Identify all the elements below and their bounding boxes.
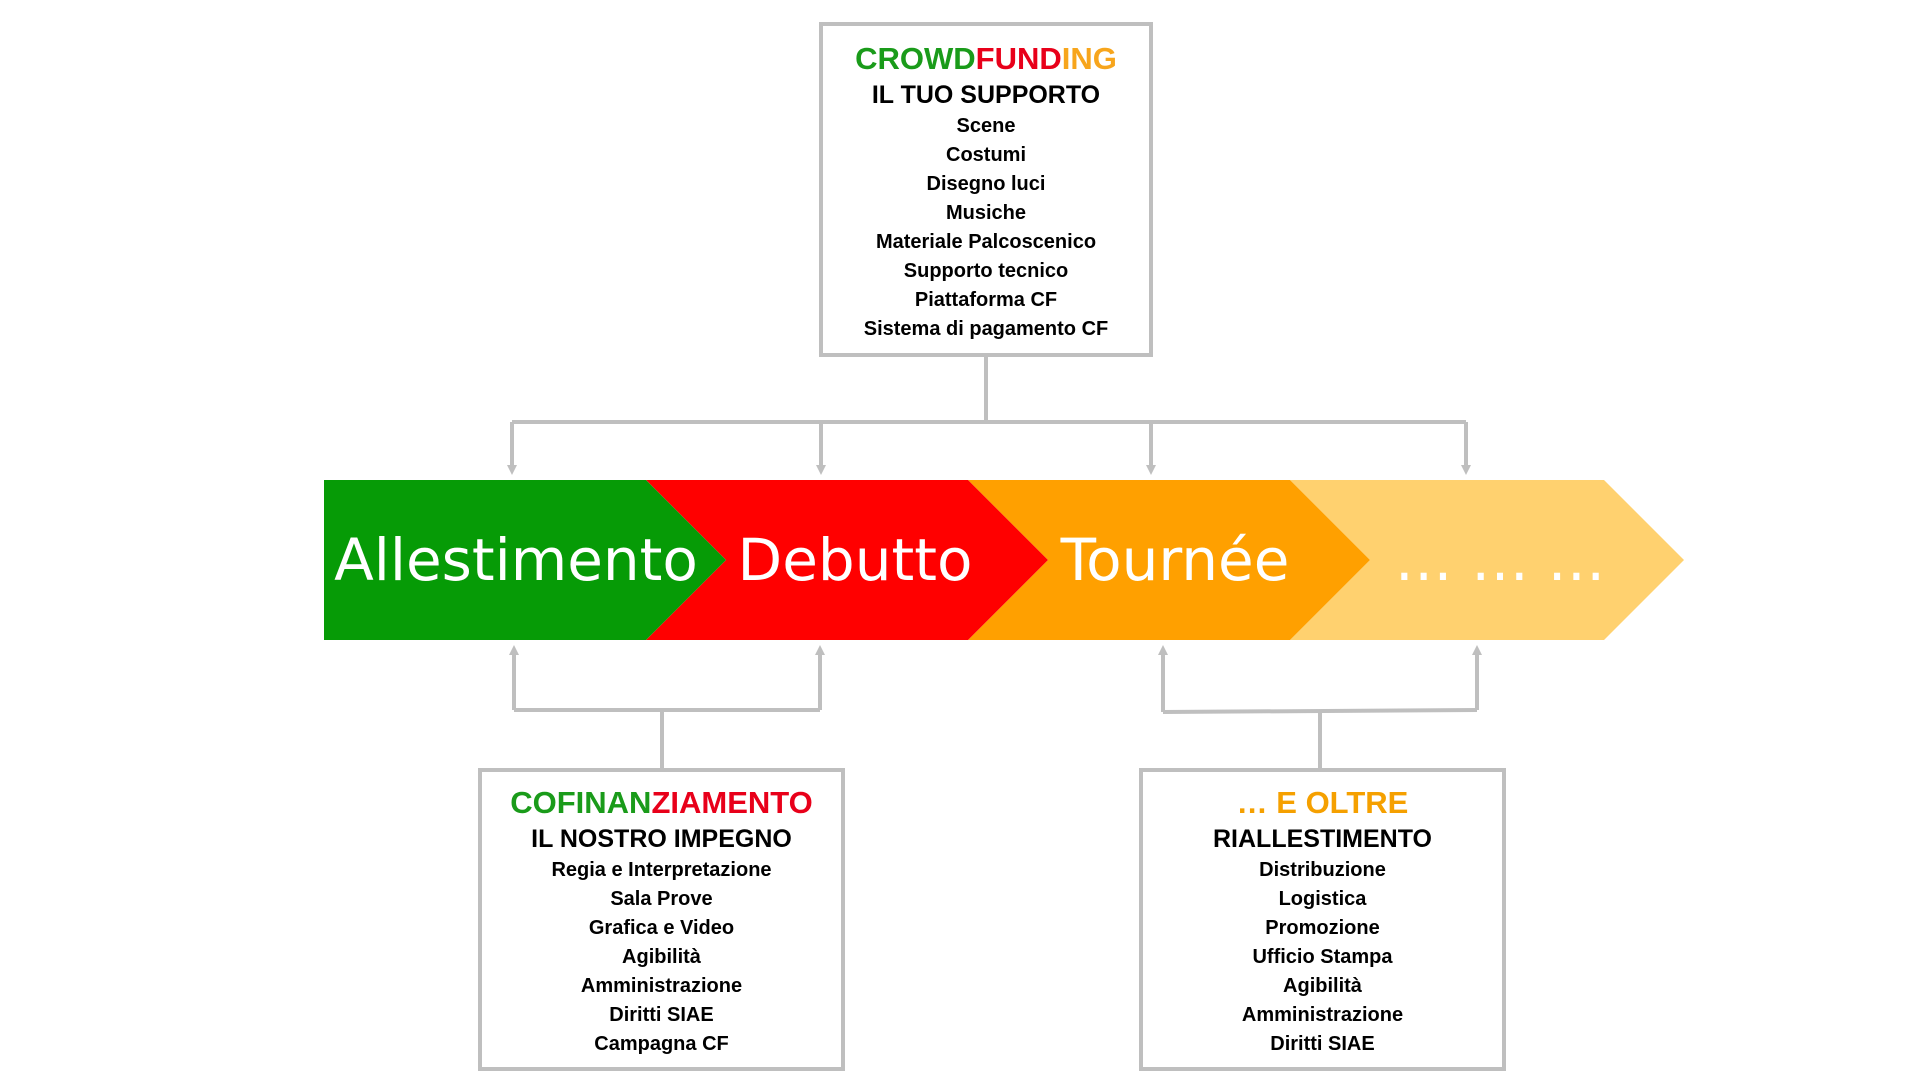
bottom-left-connectors xyxy=(509,645,825,768)
crowdfunding-title-part-2: FUND xyxy=(975,41,1062,76)
list-item: Piattaforma CF xyxy=(914,289,1058,311)
list-item: Sistema di pagamento CF xyxy=(863,318,1109,340)
list-item: Campagna CF xyxy=(594,1033,729,1055)
chevron-debutto xyxy=(646,480,1048,640)
oltre-title: … E OLTRE xyxy=(1236,785,1409,820)
stage-label-more: … … … xyxy=(1394,526,1606,594)
chevron-more xyxy=(1290,480,1684,640)
stage-label-debutto: Debutto xyxy=(737,526,973,594)
cofinanziamento-title: COFINANZIAMENTO xyxy=(482,784,841,822)
list-item: Costumi xyxy=(946,144,1026,166)
crowdfunding-title-part-1: CROWD xyxy=(855,41,976,76)
list-item: Amministrazione xyxy=(580,975,743,997)
cofinanziamento-title-part-2: ZIAMENTO xyxy=(651,785,813,820)
list-item: Scene xyxy=(956,115,1016,137)
crowdfunding-box: CROWDFUNDING IL TUO SUPPORTO Scene Costu… xyxy=(819,22,1153,357)
list-item: Distribuzione xyxy=(1259,859,1386,881)
list-item: Diritti SIAE xyxy=(1270,1033,1375,1055)
list-item: Agibilità xyxy=(1283,975,1362,997)
list-item: Grafica e Video xyxy=(588,917,735,939)
stage-label-tournee: Tournée xyxy=(1060,526,1290,594)
top-connectors xyxy=(507,357,1471,475)
crowdfunding-subtitle: IL TUO SUPPORTO xyxy=(871,81,1101,109)
list-item: Regia e Interpretazione xyxy=(551,859,772,881)
cofinanziamento-subtitle: IL NOSTRO IMPEGNO xyxy=(531,825,792,853)
list-item: Disegno luci xyxy=(926,173,1046,195)
list-item: Promozione xyxy=(1265,917,1380,939)
crowdfunding-title: CROWDFUNDING xyxy=(823,40,1149,78)
chevron-tournee xyxy=(968,480,1370,640)
chevron-allestimento xyxy=(324,480,726,640)
list-item: Amministrazione xyxy=(1241,1004,1404,1026)
list-item: Musiche xyxy=(945,202,1027,224)
oltre-box: … E OLTRE RIALLESTIMENTO Distribuzione L… xyxy=(1139,768,1506,1071)
list-item: Agibilità xyxy=(622,946,701,968)
list-item: Ufficio Stampa xyxy=(1252,946,1393,968)
cofinanziamento-box: COFINANZIAMENTO IL NOSTRO IMPEGNO Regia … xyxy=(478,768,845,1071)
oltre-list: Distribuzione Logistica Promozione Uffic… xyxy=(1143,856,1502,1059)
crowdfunding-title-part-3: ING xyxy=(1061,41,1117,76)
crowdfunding-list: Scene Costumi Disegno luci Musiche Mater… xyxy=(823,112,1149,344)
list-item: Sala Prove xyxy=(610,888,713,910)
stage-label-allestimento: Allestimento xyxy=(334,526,698,594)
list-item: Logistica xyxy=(1278,888,1367,910)
cofinanziamento-list: Regia e Interpretazione Sala Prove Grafi… xyxy=(482,856,841,1059)
list-item: Diritti SIAE xyxy=(609,1004,714,1026)
list-item: Materiale Palcoscenico xyxy=(875,231,1097,253)
bottom-right-connectors xyxy=(1158,645,1482,768)
list-item: Supporto tecnico xyxy=(903,260,1069,282)
oltre-subtitle: RIALLESTIMENTO xyxy=(1213,825,1432,853)
cofinanziamento-title-part-1: COFINAN xyxy=(510,785,652,820)
